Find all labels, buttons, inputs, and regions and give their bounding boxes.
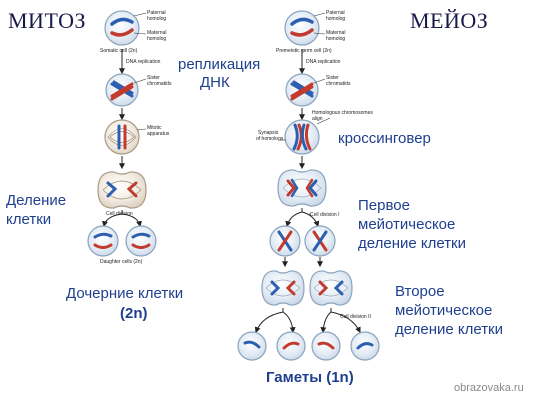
title-meiosis: МЕЙОЗ: [410, 8, 489, 33]
gamete-1: [237, 331, 267, 361]
en-mitotic-1: Mitotic: [147, 125, 162, 131]
meiosis-dividing-cell-2-right: [309, 270, 353, 306]
label-first-division-1: Первое: [358, 197, 410, 214]
en-synapsis-2: of homologs: [256, 136, 284, 142]
en-cell-division-1: Cell division I: [310, 212, 339, 218]
gamete-4: [350, 331, 380, 361]
en-premeiotic-cell: Premeiotic germ cell (2n): [276, 48, 332, 54]
en-sister-meiosis-2: chromatids: [326, 81, 351, 87]
mitosis-daughter-cell-right: [125, 225, 157, 257]
mitosis-somatic-cell: [104, 10, 140, 46]
mitosis-replicated-cell: [105, 73, 139, 107]
en-maternal-meiosis-2: homolog: [326, 36, 345, 42]
en-sister-mitosis-1: Sister: [147, 75, 160, 81]
label-second-division-2: мейотическое: [395, 302, 493, 319]
meiosis-dividing-cell-2-left: [261, 270, 305, 306]
label-cell-division-1: Деление: [6, 192, 67, 209]
title-mitosis: МИТОЗ: [8, 8, 87, 33]
english-labels: Paternal homolog Maternal homolog Somati…: [100, 10, 373, 320]
en-maternal-mitosis-2: homolog: [147, 36, 166, 42]
en-synapsis-1: Synapsis: [258, 130, 279, 136]
meiosis-replicated-cell: [285, 73, 319, 107]
en-maternal-meiosis-1: Maternal: [326, 30, 345, 36]
en-homologous-1: Homologous chromosomes: [312, 110, 373, 116]
meiosis-cell-1-right: [304, 225, 336, 257]
en-dna-replication-mitosis: DNA replication: [126, 59, 161, 65]
label-second-division-1: Второе: [395, 283, 445, 300]
label-dna-replication-2: ДНК: [200, 74, 230, 91]
en-maternal-mitosis-1: Maternal: [147, 30, 166, 36]
label-daughter-cells: Дочерние клетки: [66, 285, 184, 302]
label-cell-division-2: клетки: [6, 211, 52, 228]
label-first-division-2: мейотическое: [358, 216, 456, 233]
en-daughter-cells: Daughter cells (2n): [100, 259, 143, 265]
label-first-division-3: деление клетки: [358, 235, 467, 252]
en-paternal-meiosis-1: Paternal: [326, 10, 345, 16]
en-homologous-2: align: [312, 116, 323, 122]
en-dna-replication-meiosis: DNA replication: [306, 59, 341, 65]
en-cell-division: Cell division: [106, 211, 133, 217]
en-mitotic-2: apparatus: [147, 131, 170, 137]
meiosis-synapsis-cell: [284, 119, 320, 155]
mitosis-spindle-cell: [104, 119, 140, 155]
en-paternal-mitosis-2: homolog: [147, 16, 166, 22]
en-cell-division-2: Cell division II: [340, 314, 371, 320]
watermark: obrazovaka.ru: [454, 382, 524, 394]
label-daughter-ploidy: (2n): [120, 305, 148, 322]
meiosis-dividing-cell-1: [277, 169, 327, 207]
label-crossing-over: кроссинговер: [338, 130, 431, 147]
mitosis-dividing-cell: [97, 171, 147, 209]
en-sister-mitosis-2: chromatids: [147, 81, 172, 87]
en-paternal-mitosis-1: Paternal: [147, 10, 166, 16]
meiosis-premeiotic-cell: [284, 10, 320, 46]
meiosis-cell-1-left: [269, 225, 301, 257]
label-gametes: Гаметы (1n): [266, 369, 354, 386]
gamete-3: [311, 331, 341, 361]
en-sister-meiosis-1: Sister: [326, 75, 339, 81]
label-dna-replication-1: репликация: [178, 56, 261, 73]
en-paternal-meiosis-2: homolog: [326, 16, 345, 22]
en-somatic-cell: Somatic cell (2n): [100, 48, 138, 54]
label-second-division-3: деление клетки: [395, 321, 504, 338]
mitosis-daughter-cell-left: [87, 225, 119, 257]
gamete-2: [276, 331, 306, 361]
